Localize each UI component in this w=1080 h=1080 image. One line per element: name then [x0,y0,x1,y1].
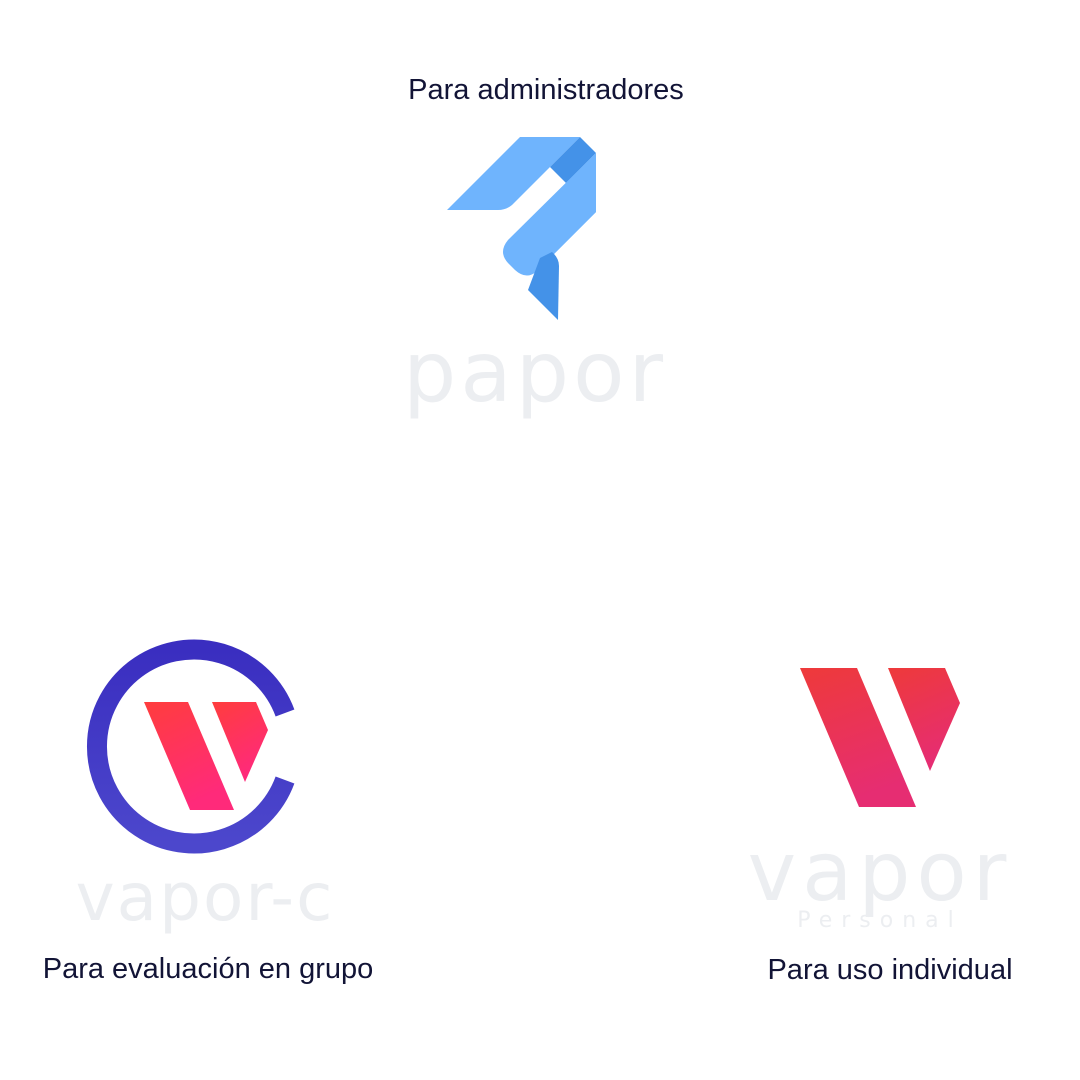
papor-chevron-logo-icon [447,137,596,320]
caption-individual: Para uso individual [767,954,1013,986]
vapor-v-logo-icon [800,668,960,807]
caption-group: Para evaluación en grupo [42,953,374,985]
vapor-personal-wordmark: vapor [747,825,1013,920]
caption-admin: Para administradores [408,74,684,106]
vapor-personal-subtitle: Personal [797,908,963,933]
vapor-c-ring-logo-icon [86,639,295,854]
papor-wordmark: papor [402,323,668,421]
vapor-c-wordmark: vapor-c [75,859,335,936]
